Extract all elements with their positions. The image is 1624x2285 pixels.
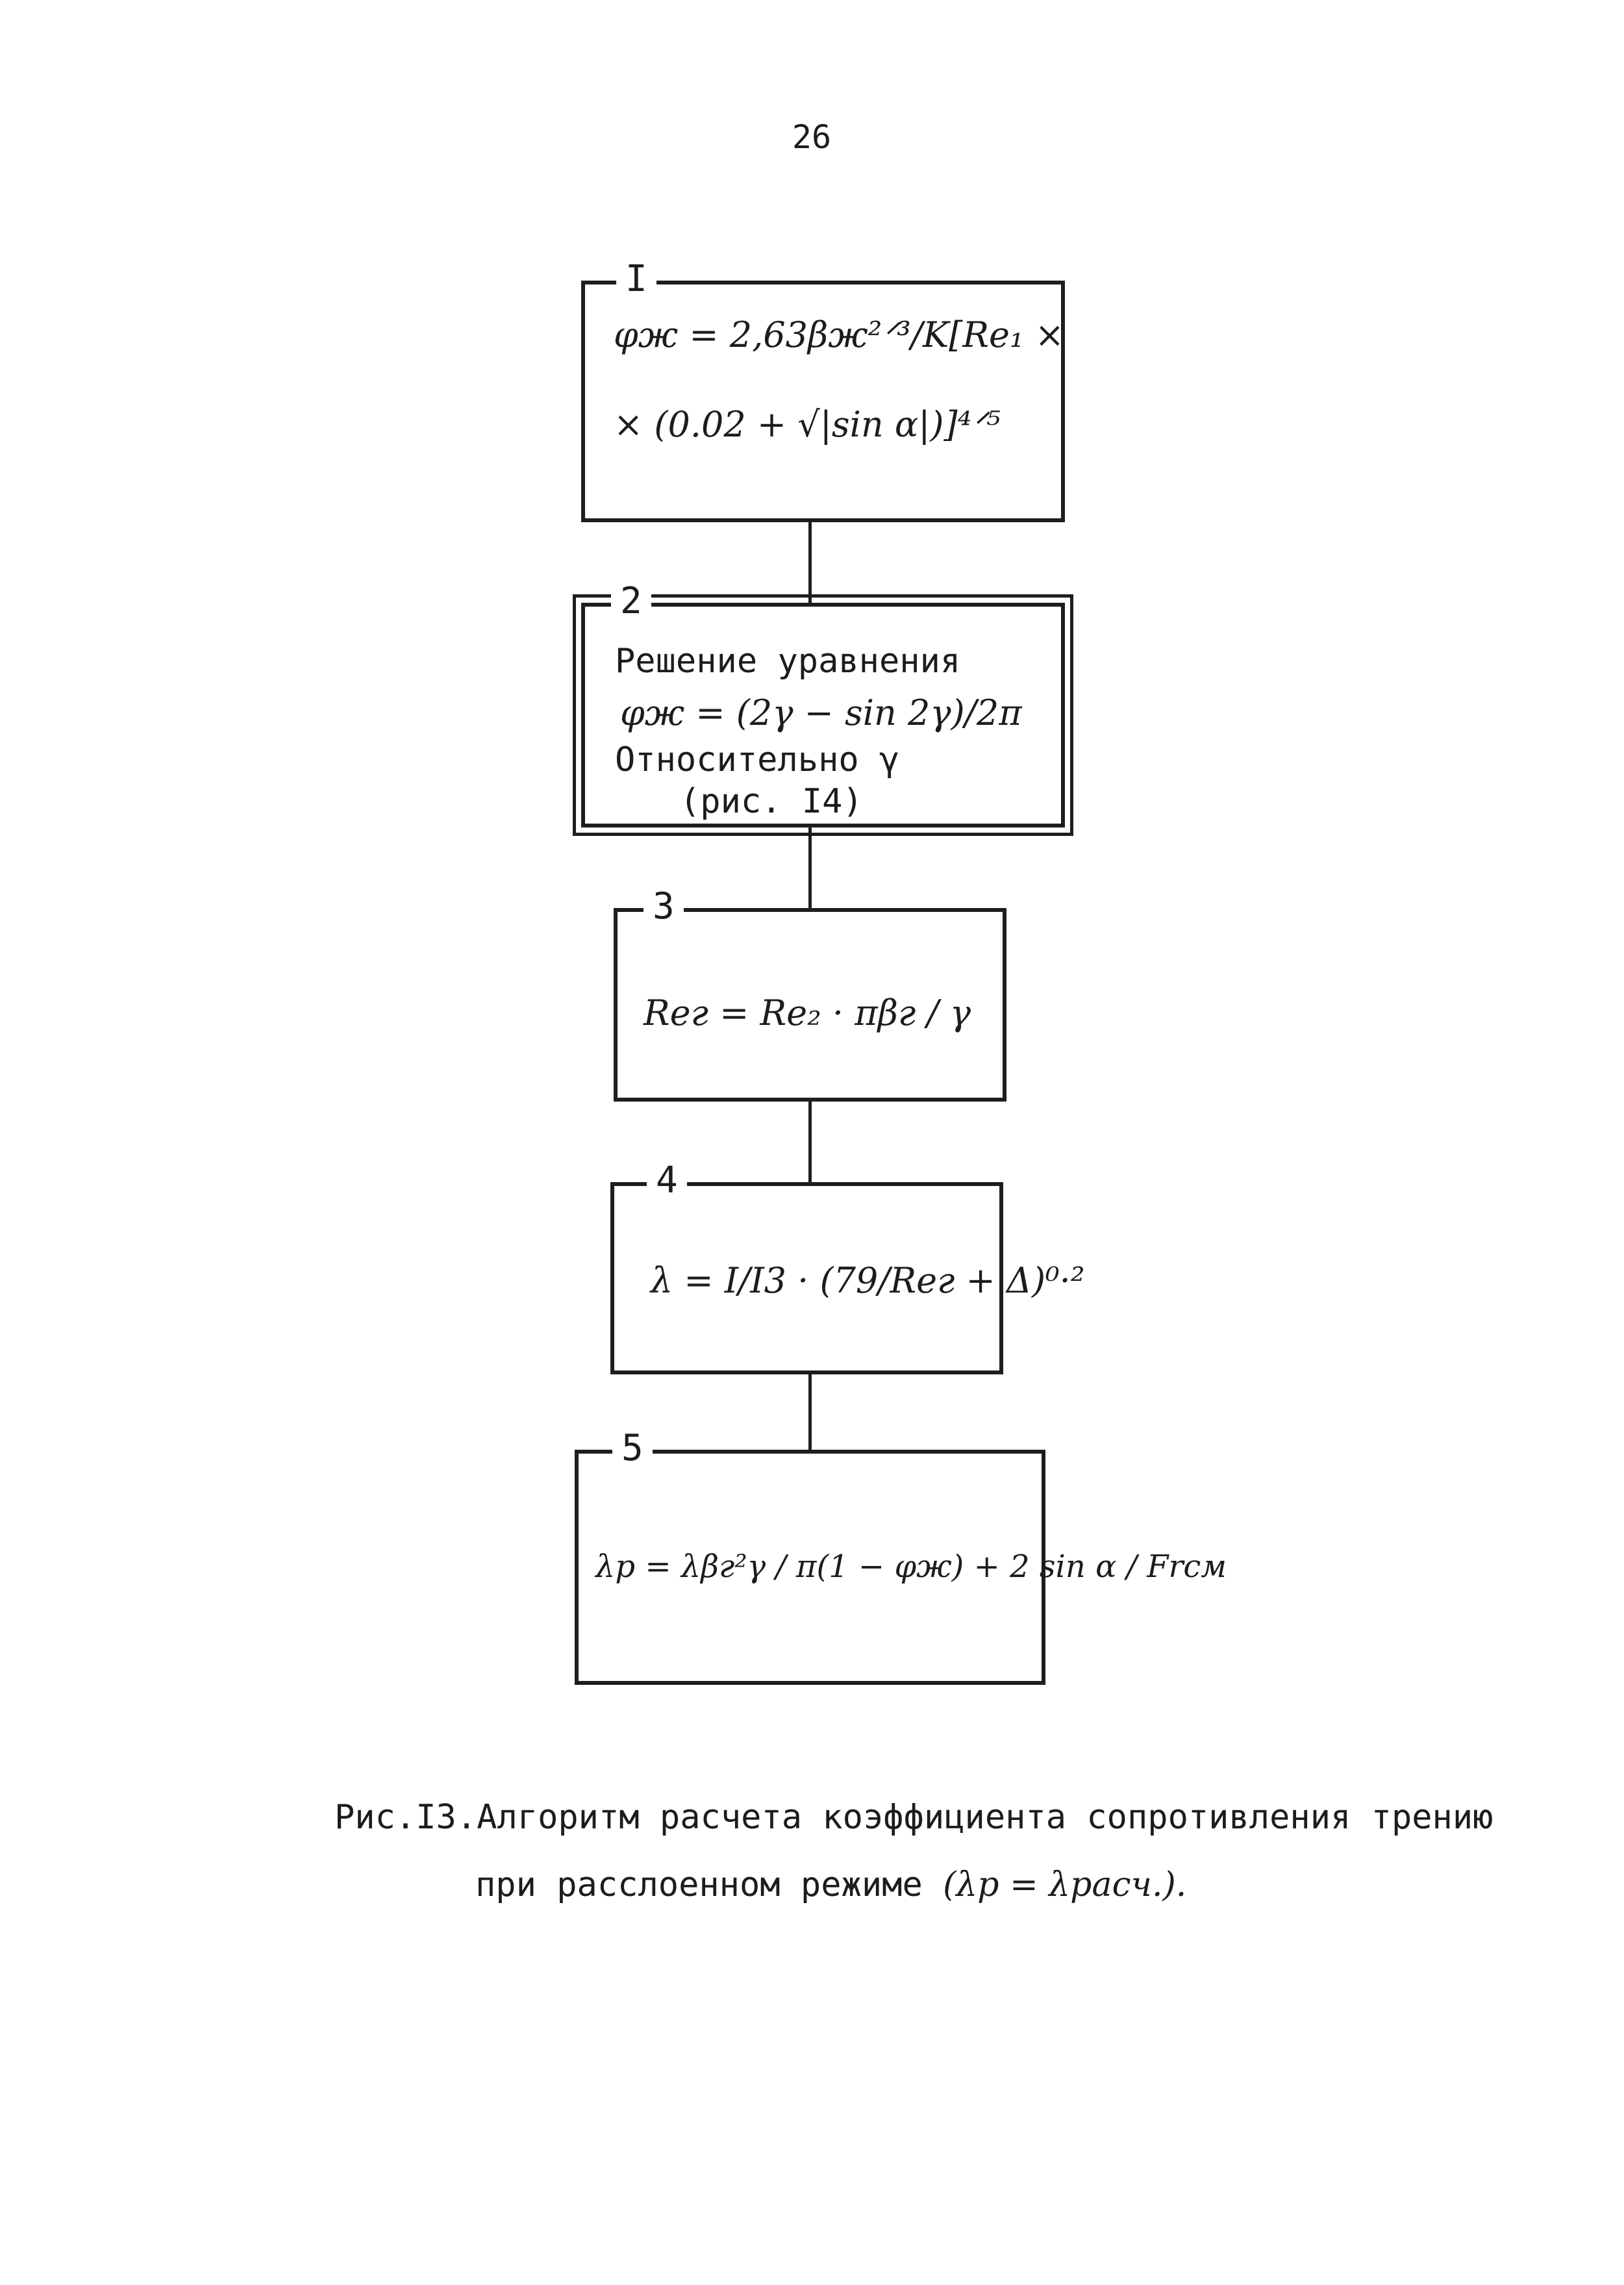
figure-caption-line-2: при расслоенном режиме (λp = λрасч.). xyxy=(475,1865,1186,1904)
block-4: 4 λ = I/I3 · (79/Reг + Δ)⁰·² xyxy=(610,1155,1085,1374)
block-5: 5 λp = λβг²γ / π(1 − φж) + 2 sin α / Frс… xyxy=(575,1422,1227,1685)
block-2: 2 Решение уравнения φж = (2γ − sin 2γ)/2… xyxy=(573,575,1073,836)
block-1-number: I xyxy=(616,253,656,305)
block-2-formula-line-2: φж = (2γ − sin 2γ)/2π xyxy=(620,692,1022,733)
block-5-number: 5 xyxy=(612,1422,653,1474)
connector-1-2 xyxy=(808,522,812,603)
block-3-formula: Reг = Re₂ · πβг / γ xyxy=(643,992,971,1033)
block-1-formula-line-2: × (0.02 + √|sin α|)]⁴ᐟ⁵ xyxy=(614,404,1001,445)
block-4-formula: λ = I/I3 · (79/Reг + Δ)⁰·² xyxy=(651,1260,1085,1301)
block-2-text-line-3: Относительно γ xyxy=(615,740,900,779)
block-3-number: 3 xyxy=(643,881,684,933)
figure-caption-line-2-text: при расслоенном режиме xyxy=(475,1865,923,1904)
block-3: 3 Reг = Re₂ · πβг / γ xyxy=(614,881,1006,1102)
block-4-number: 4 xyxy=(647,1155,687,1207)
block-1: I φж = 2,63βж²ᐟ³/K[Re₁ × × (0.02 + √|sin… xyxy=(581,253,1065,522)
connector-3-4 xyxy=(808,1102,812,1182)
block-5-formula: λp = λβг²γ / π(1 − φж) + 2 sin α / Frсм xyxy=(595,1548,1227,1585)
connector-4-5 xyxy=(808,1374,812,1450)
figure-caption-formula: (λp = λрасч.). xyxy=(943,1865,1187,1904)
figure-caption-line-1: Рис.I3.Алгоритм расчета коэффициента соп… xyxy=(334,1798,1493,1837)
block-2-text-line-4: (рис. I4) xyxy=(680,782,863,821)
block-2-number: 2 xyxy=(611,575,651,627)
block-1-formula-line-1: φж = 2,63βж²ᐟ³/K[Re₁ × xyxy=(614,314,1065,355)
page-number: 26 xyxy=(792,118,832,156)
block-2-text-line-1: Решение уравнения xyxy=(615,642,961,681)
connector-2-3 xyxy=(808,827,812,908)
